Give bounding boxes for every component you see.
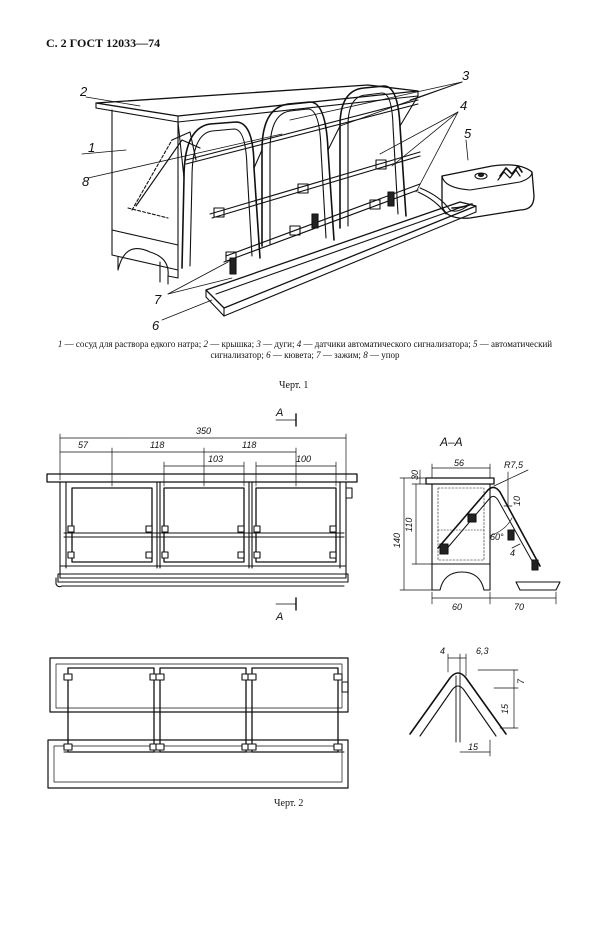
dim-60deg: 60°: [490, 532, 504, 542]
dim-detail-15v: 15: [500, 703, 510, 714]
dim-10: 10: [512, 496, 522, 506]
dim-detail-63: 6,3: [476, 646, 489, 656]
callout-5: 5: [464, 126, 472, 141]
figure1-drawing: [95, 84, 535, 317]
dim-57: 57: [78, 440, 89, 450]
figure2-section-view: [425, 477, 561, 591]
callout-1: 1: [88, 140, 95, 155]
figure2-detail-labels: 4 6,3 7 15 15: [440, 646, 526, 752]
dim-r75: R7,5: [504, 460, 524, 470]
callout-6: 6: [152, 318, 160, 333]
callout-2: 2: [79, 84, 88, 99]
figure2-section-dims: [399, 463, 557, 605]
dim-detail-15h: 15: [468, 742, 479, 752]
dim-60: 60: [452, 602, 462, 612]
callout-8: 8: [82, 174, 90, 189]
page-header: С. 2 ГОСТ 12033—74: [46, 36, 161, 50]
figure2-front-dims: [59, 413, 347, 611]
figure2-caption: Черт. 2: [274, 798, 304, 809]
dim-70: 70: [514, 602, 524, 612]
dim-detail-4: 4: [440, 646, 445, 656]
figure1-caption: Черт. 1: [279, 380, 309, 391]
dim-30: 30: [410, 470, 420, 480]
dim-110: 110: [404, 518, 414, 532]
figure2-section-labels: A–A 56 R7,5 30 140 110 10 60° 4 60 70: [392, 435, 524, 612]
dim-4: 4: [510, 548, 515, 558]
dim-56: 56: [454, 458, 464, 468]
callout-7: 7: [154, 292, 162, 307]
figure2-detail-dims: [447, 653, 519, 757]
section-mark-bottom: A: [275, 611, 283, 623]
figure1-callouts: 1 2 3 4 5 6 7 8: [79, 68, 472, 333]
dim-detail-7: 7: [516, 678, 526, 684]
figure1-leaders: [81, 81, 469, 321]
figure1-legend: 1 — сосуд для раствора едкого натра; 2 —…: [57, 339, 553, 360]
dim-140: 140: [392, 533, 402, 548]
callout-3: 3: [462, 68, 470, 83]
dim-100: 100: [296, 454, 311, 464]
section-mark-top: A: [275, 407, 283, 419]
dim-118-b: 118: [242, 440, 256, 450]
figure2-detail: [409, 672, 507, 743]
callout-4: 4: [460, 98, 467, 113]
figure2-top-view: [47, 657, 349, 789]
dim-350: 350: [196, 426, 211, 436]
figure2-front-dim-labels: 350 57 118 118 103 100 A A: [78, 407, 311, 623]
dim-103: 103: [208, 454, 223, 464]
dim-118-a: 118: [150, 440, 164, 450]
section-title: A–A: [439, 435, 463, 449]
figure2-front-view: [46, 473, 358, 588]
